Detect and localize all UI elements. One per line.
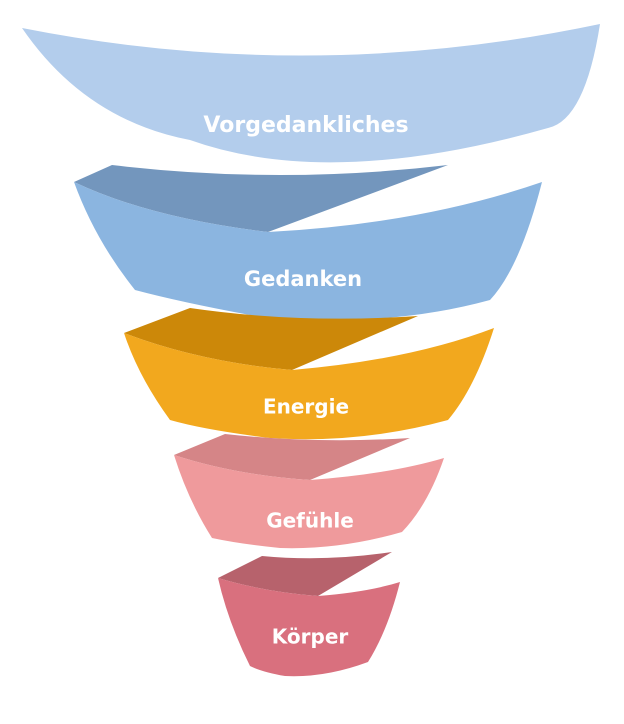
funnel-back-koerper <box>218 552 392 596</box>
level-label-vorgedankliches: Vorgedankliches <box>203 113 408 138</box>
funnel-level-gedanken: Gedanken <box>74 165 542 320</box>
funnel-band-gefuehle <box>174 455 444 549</box>
level-label-gedanken: Gedanken <box>244 267 362 291</box>
funnel-level-energie: Energie <box>124 308 494 440</box>
funnel-band-vorgedankliches <box>22 24 600 163</box>
funnel-band-energie <box>124 328 494 440</box>
funnel-back-energie <box>124 308 418 370</box>
level-label-energie: Energie <box>263 395 349 419</box>
funnel-back-gefuehle <box>174 434 410 480</box>
funnel-level-gefuehle: Gefühle <box>174 434 444 549</box>
funnel-band-gedanken <box>74 182 542 320</box>
funnel-band-koerper <box>218 578 400 677</box>
level-label-koerper: Körper <box>272 625 349 649</box>
level-label-gefuehle: Gefühle <box>266 509 354 533</box>
funnel-level-koerper: Körper <box>218 552 400 677</box>
funnel-level-vorgedankliches: Vorgedankliches <box>22 24 600 163</box>
funnel-back-gedanken <box>74 165 448 232</box>
